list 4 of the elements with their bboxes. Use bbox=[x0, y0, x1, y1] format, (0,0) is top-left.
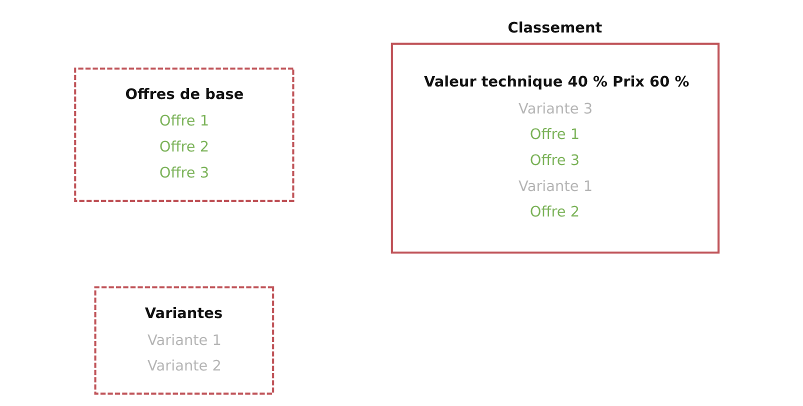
node-box: Valeur technique 40 % Prix 60 % Variante 3 Offre 1 Offre 3 Variante 1 Offre 2 bbox=[390, 42, 720, 254]
node-box: Offres de base Offre 1 Offre 2 Offre 3 bbox=[74, 68, 294, 202]
node-box: Variantes Variante 1 Variante 2 bbox=[94, 286, 274, 395]
node-label: Classement bbox=[508, 20, 602, 37]
